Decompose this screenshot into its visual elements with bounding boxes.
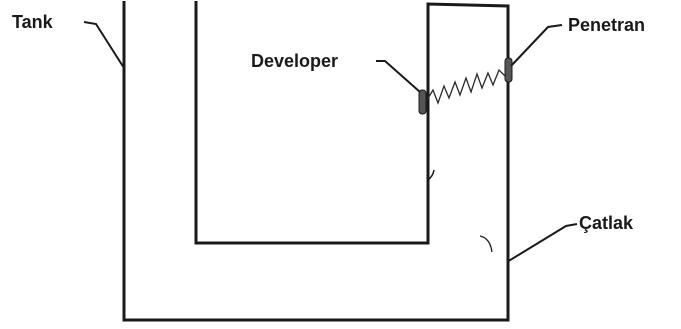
penetrant-label: Penetran: [568, 15, 645, 35]
crack-mark-upper: [427, 169, 435, 181]
developer-label: Developer: [251, 51, 338, 71]
tank-leader-line: [83, 21, 125, 69]
crack-leader-line: [506, 223, 578, 263]
developer-leader-line: [376, 60, 421, 93]
penetrant-patch: [504, 57, 513, 83]
crack-label: Çatlak: [579, 213, 634, 233]
penetrant-leader-line: [510, 24, 563, 67]
tank-label: Tank: [12, 12, 54, 32]
penetrant-zigzag: [426, 68, 506, 105]
crack-mark-lower: [479, 235, 493, 253]
developer-patch: [418, 89, 427, 115]
tank-outline: [122, 1, 510, 322]
